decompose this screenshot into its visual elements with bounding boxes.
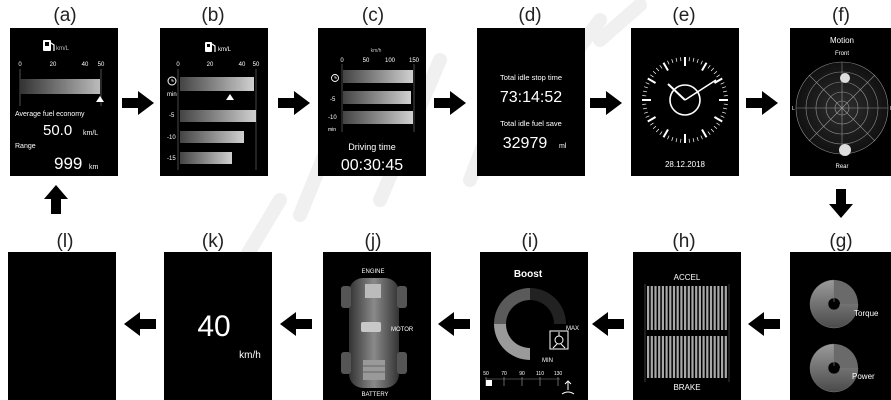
arrow-b-c	[278, 91, 310, 115]
arrow-l-a	[44, 185, 68, 214]
arrow-c-d	[434, 91, 466, 115]
arrow-j-k	[280, 312, 312, 336]
arrow-h-i	[592, 312, 624, 336]
arrow-e-f	[746, 91, 778, 115]
arrow-a-b	[122, 91, 154, 115]
arrow-d-e	[590, 91, 622, 115]
arrow-k-l	[124, 312, 156, 336]
arrow-i-j	[438, 312, 470, 336]
arrow-g-h	[748, 312, 780, 336]
arrow-f-g	[829, 189, 853, 218]
